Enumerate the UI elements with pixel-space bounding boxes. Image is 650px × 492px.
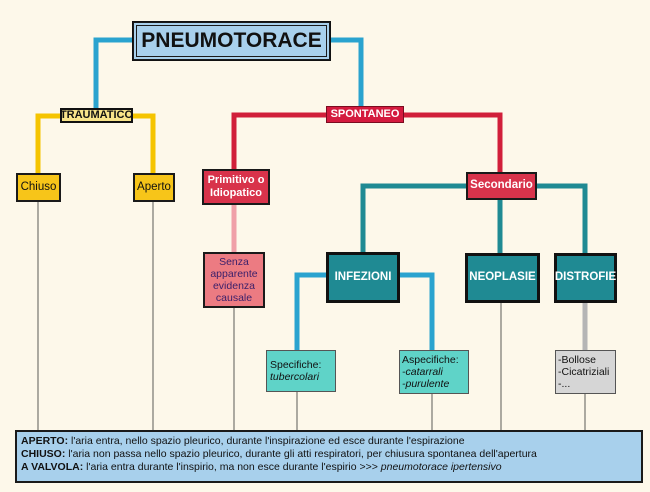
legend-valvola-term: A VALVOLA: bbox=[21, 460, 84, 473]
node-secondario: Secondario bbox=[466, 172, 537, 200]
senza-line-1: Senza bbox=[219, 255, 249, 268]
connector-traumatico-chiuso bbox=[35, 113, 60, 173]
specifiche-label: Specifiche: bbox=[270, 358, 322, 371]
primitivo-line-1: Primitivo o bbox=[207, 174, 265, 187]
primitivo-line-2: Idiopatico bbox=[210, 187, 262, 199]
legend-valvola-emphasis: pneumotorace ipertensivo bbox=[380, 460, 502, 473]
distrofie-item-2: -Cicatriziali bbox=[558, 365, 610, 378]
legend-aperto-term: APERTO: bbox=[21, 435, 69, 447]
definitions-legend: APERTO: l'aria entra, nello spazio pleur… bbox=[15, 430, 643, 483]
node-aspecifiche: Aspecifiche: -catarrali -purulente bbox=[399, 350, 469, 394]
connector-infezioni-specifiche bbox=[294, 272, 326, 350]
connector-secondario-distrofie bbox=[537, 183, 588, 253]
connector-secondario-infezioni bbox=[360, 183, 466, 252]
senza-line-3: evidenza bbox=[212, 280, 255, 292]
node-chiuso: Chiuso bbox=[16, 173, 61, 202]
connector-spontaneo-secondario bbox=[404, 112, 503, 172]
node-primitivo: Primitivo o Idiopatico bbox=[202, 169, 270, 205]
node-distrofie: DISTROFIE bbox=[554, 253, 617, 303]
node-aperto: Aperto bbox=[133, 173, 175, 202]
legend-aperto: APERTO: l'aria entra, nello spazio pleur… bbox=[21, 435, 637, 448]
node-specifiche: Specifiche: tubercolari bbox=[266, 350, 336, 392]
aspecifiche-item-2: -purulente bbox=[402, 378, 450, 391]
legend-valvola-text: l'aria entra durante l'inspirio, ma non … bbox=[83, 460, 381, 473]
node-infezioni: INFEZIONI bbox=[326, 252, 400, 303]
distrofie-item-3: -... bbox=[558, 378, 571, 391]
legend-valvola: A VALVOLA: l'aria entra durante l'inspir… bbox=[21, 461, 637, 474]
node-traumatico: TRAUMATICO bbox=[59, 108, 134, 123]
node-spontaneo: SPONTANEO bbox=[326, 106, 404, 123]
senza-line-2: apparente bbox=[210, 267, 258, 280]
senza-line-4: causale bbox=[215, 292, 253, 305]
diagram-title: PNEUMOTORACE bbox=[133, 22, 330, 60]
specifiche-value: tubercolari bbox=[270, 371, 320, 383]
legend-chiuso: CHIUSO: l'aria non passa nello spazio pl… bbox=[21, 448, 637, 461]
connector-title-traumatico bbox=[93, 37, 133, 108]
legend-chiuso-text: l'aria non passa nello spazio pleurico, … bbox=[65, 447, 537, 460]
aspecifiche-label: Aspecifiche: bbox=[402, 353, 459, 366]
aspecifiche-item-1: -catarrali bbox=[402, 365, 443, 378]
node-neoplasie: NEOPLASIE bbox=[465, 253, 540, 303]
connector-title-spontaneo bbox=[330, 37, 364, 106]
distrofie-item-1: -Bollose bbox=[558, 353, 596, 366]
legend-aperto-text: l'aria entra, nello spazio pleurico, dur… bbox=[68, 435, 465, 447]
node-senza-causa: Senza apparente evidenza causale bbox=[203, 252, 265, 308]
drop-lines bbox=[37, 202, 586, 430]
connector-infezioni-aspecifiche bbox=[400, 272, 435, 350]
connector-spontaneo-primitivo bbox=[231, 112, 326, 169]
legend-chiuso-term: CHIUSO: bbox=[21, 447, 66, 460]
node-distrofie-list: -Bollose -Cicatriziali -... bbox=[555, 350, 616, 394]
connector-traumatico-aperto bbox=[133, 113, 156, 173]
